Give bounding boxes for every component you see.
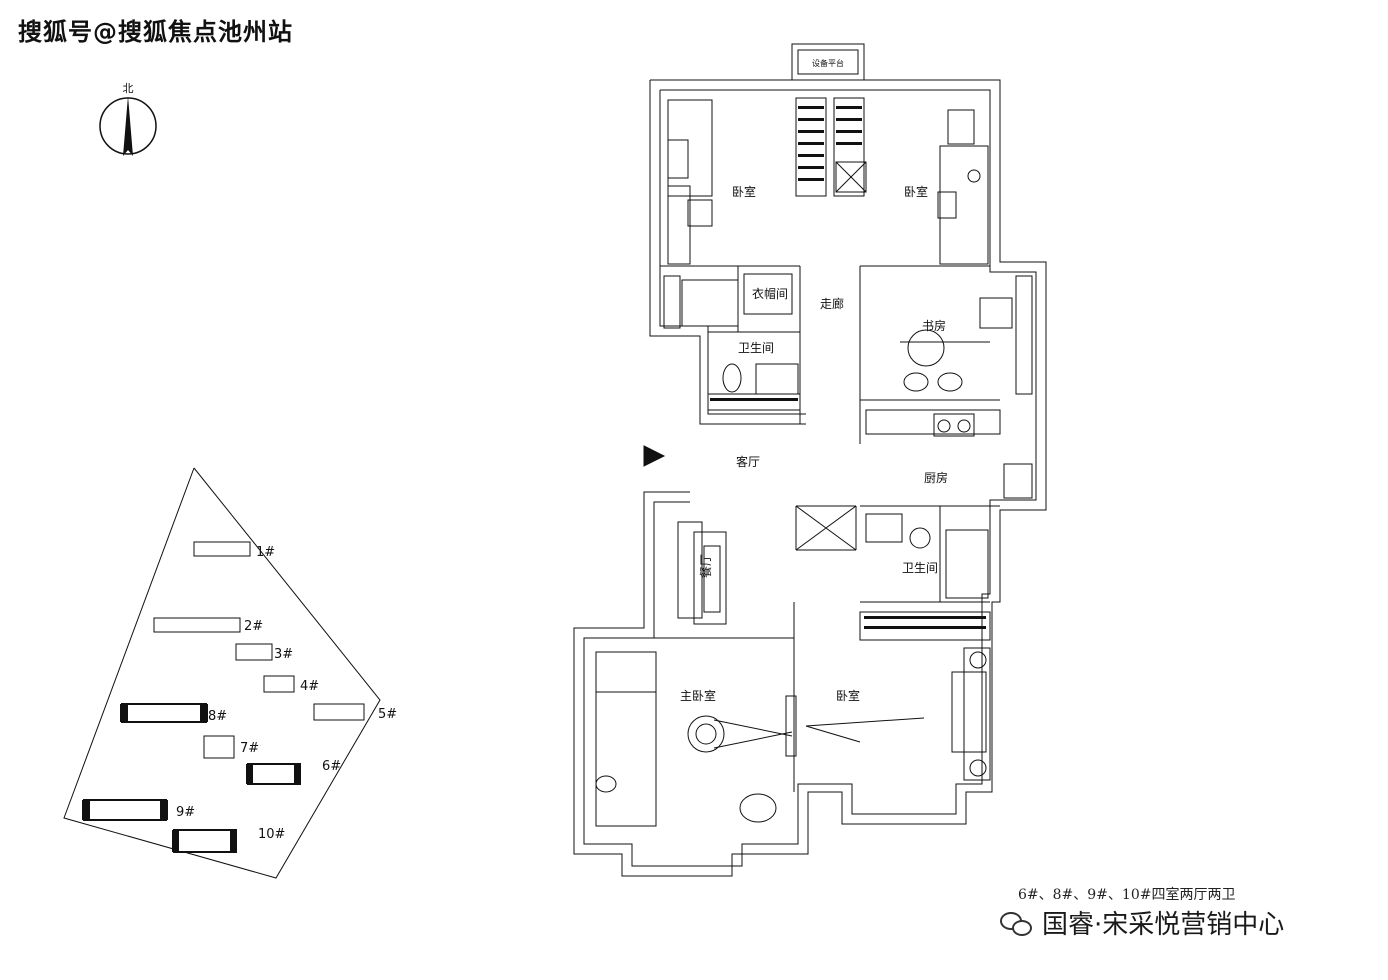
floor-type-note: 6#、8#、9#、10#四室两厅两卫 xyxy=(1018,887,1236,903)
building-2-label: 2# xyxy=(244,619,263,634)
building-4 xyxy=(263,675,295,693)
room-label-walkin: 衣帽间 xyxy=(752,286,788,301)
building-7-label: 7# xyxy=(240,741,259,756)
compass-needle-icon xyxy=(123,96,133,156)
compass: 北 xyxy=(99,82,157,156)
room-label-bedroom-se: 卧室 xyxy=(836,688,860,703)
wechat-icon xyxy=(1000,910,1034,936)
room-label-living: 客厅 xyxy=(736,454,760,469)
building-5-label: 5# xyxy=(378,707,397,722)
building-9-label: 9# xyxy=(176,805,195,820)
building-3-label: 3# xyxy=(274,647,293,662)
brand-text: 国睿·宋采悦营销中心 xyxy=(1042,910,1285,940)
building-6 xyxy=(247,763,301,785)
building-2 xyxy=(153,617,241,633)
room-label-corridor: 走廊 xyxy=(820,296,844,311)
building-1 xyxy=(193,541,251,557)
room-label-balcony: 设备平台 xyxy=(812,58,844,68)
room-label-bathroom2: 卫生间 xyxy=(902,561,938,575)
compass-north-label: 北 xyxy=(123,82,134,95)
building-3 xyxy=(235,643,273,661)
site-boundary xyxy=(63,467,381,879)
room-label-master-bedroom: 主卧室 xyxy=(680,688,716,703)
room-label-bedroom-ne: 卧室 xyxy=(904,184,928,199)
building-8-label: 8# xyxy=(208,709,227,724)
building-6-label: 6# xyxy=(322,759,341,774)
building-1-label: 1# xyxy=(256,545,275,560)
building-5 xyxy=(313,703,365,721)
floor-plan: 卧室 卧室 衣帽间 走廊 卫生间 书房 客厅 厨房 餐厅 卫生间 主卧室 卧室 … xyxy=(573,43,1047,877)
building-10 xyxy=(173,829,237,853)
building-10-label: 10# xyxy=(258,827,285,842)
room-label-study: 书房 xyxy=(922,318,946,333)
building-7 xyxy=(203,735,235,759)
building-8 xyxy=(121,703,207,723)
room-label-bedroom-nw: 卧室 xyxy=(732,184,756,199)
outer-wall xyxy=(573,79,1047,877)
room-label-bathroom1: 卫生间 xyxy=(738,341,774,355)
site-plan: 1# 2# 3# 4# 5# 8# 7# 6# 9# 10# xyxy=(63,467,397,879)
entrance-arrow-icon xyxy=(643,445,666,467)
building-9 xyxy=(83,799,167,821)
room-label-kitchen: 厨房 xyxy=(924,470,948,485)
watermark: 搜狐号@搜狐焦点池州站 xyxy=(18,18,293,46)
footer-brand: 国睿·宋采悦营销中心 xyxy=(1000,904,1284,941)
building-4-label: 4# xyxy=(300,679,319,694)
room-label-dining: 餐厅 xyxy=(698,554,713,578)
